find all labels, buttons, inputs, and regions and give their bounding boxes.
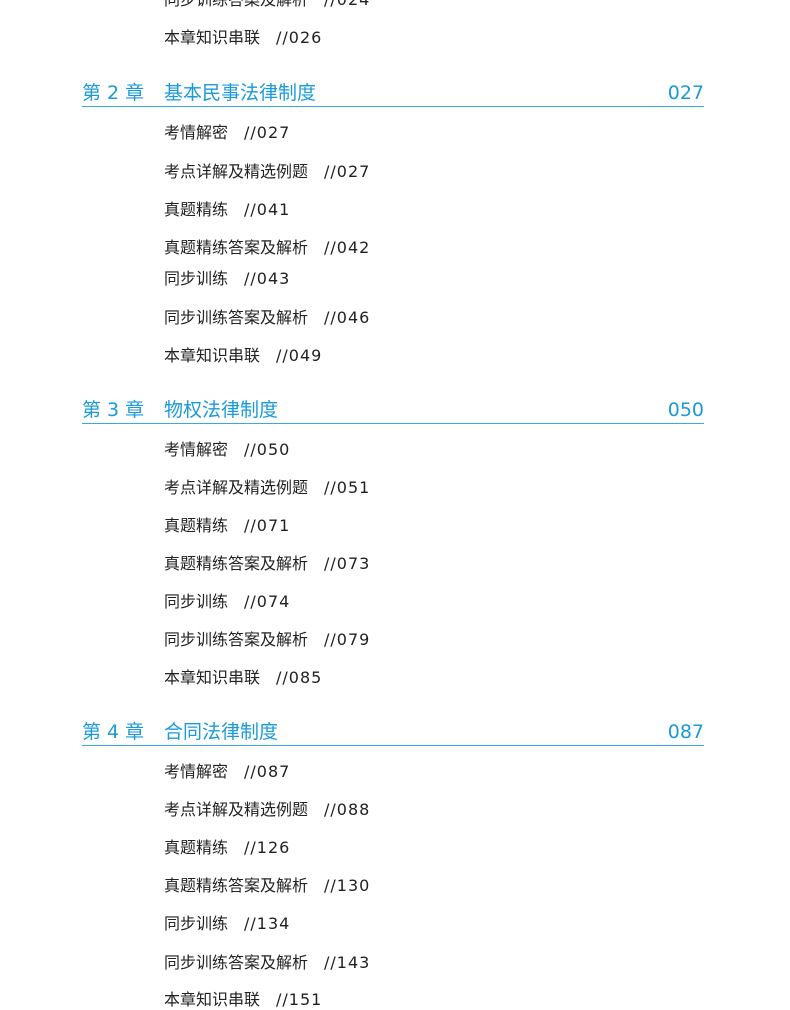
toc-entry-title: 同步训练 — [164, 914, 229, 933]
chapter-page: 050 — [667, 399, 704, 421]
toc-entry-title: 考情解密 — [164, 123, 229, 142]
toc-entry-page: //073 — [324, 554, 371, 573]
toc-entry-page: //026 — [276, 28, 323, 47]
toc-entry-page: //024 — [324, 0, 370, 9]
chapter-page: 027 — [667, 82, 704, 104]
toc-entry-title: 考情解密 — [164, 440, 229, 459]
toc-entry-title: 同步训练 — [164, 269, 229, 288]
toc-entry-title: 考点详解及精选例题 — [164, 800, 309, 819]
toc-entry: 考点详解及精选例题 //051 — [164, 478, 370, 498]
toc-entry-title: 同步训练答案及解析 — [164, 630, 309, 649]
toc-entry: 同步训练 //134 — [164, 914, 290, 934]
toc-entry: 本章知识串联 //151 — [164, 990, 322, 1010]
toc-entry-title: 本章知识串联 — [164, 28, 261, 47]
toc-entry-title: 真题精练答案及解析 — [164, 554, 309, 573]
toc-entry: 本章知识串联 //049 — [164, 346, 322, 366]
toc-entry: 考情解密 //087 — [164, 762, 290, 782]
toc-entry-title: 真题精练 — [164, 838, 229, 857]
chapter-number: 第 4 章 — [82, 721, 145, 743]
toc-entry-title: 同步训练答案及解析 — [164, 308, 309, 327]
toc-entry-title: 真题精练 — [164, 516, 229, 535]
toc-entry-page: //130 — [324, 876, 371, 895]
toc-entry-page: //088 — [324, 800, 371, 819]
chapter-heading: 第 2 章 基本民事法律制度 027 — [82, 82, 704, 107]
toc-entry: 真题精练答案及解析 //130 — [164, 876, 370, 896]
chapter-heading: 第 4 章 合同法律制度 087 — [82, 721, 704, 746]
toc-entry-title: 考情解密 — [164, 762, 229, 781]
toc-entry-page: //143 — [324, 953, 371, 972]
toc-entry: 考点详解及精选例题 //027 — [164, 162, 370, 182]
toc-entry-page: //042 — [324, 238, 371, 257]
toc-entry-page: //071 — [244, 516, 291, 535]
toc-entry: 真题精练答案及解析 //042 — [164, 238, 370, 258]
chapter-title: 物权法律制度 — [164, 399, 279, 421]
toc-entry: 同步训练答案及解析 //046 — [164, 308, 370, 328]
chapter-title: 基本民事法律制度 — [164, 82, 317, 104]
chapter-page: 087 — [667, 721, 704, 743]
toc-entry-title: 真题精练答案及解析 — [164, 876, 309, 895]
toc-entry-page: //027 — [324, 162, 371, 181]
toc-entry: 真题精练 //071 — [164, 516, 290, 536]
toc-entry-title: 同步训练答案及解析 — [164, 953, 309, 972]
toc-entry-title: 考点详解及精选例题 — [164, 162, 309, 181]
toc-entry-page: //046 — [324, 308, 371, 327]
toc-entry: 真题精练 //126 — [164, 838, 290, 858]
toc-entry-title: 本章知识串联 — [164, 990, 261, 1009]
chapter-title: 合同法律制度 — [164, 721, 279, 743]
toc-entry-page: //085 — [276, 668, 323, 687]
chapter-heading: 第 3 章 物权法律制度 050 — [82, 399, 704, 424]
toc-entry-page: //079 — [324, 630, 371, 649]
toc-entry: 同步训练答案及解析 //079 — [164, 630, 370, 650]
toc-entry-title: 同步训练答案及解析 — [164, 0, 308, 9]
toc-entry-title: 同步训练 — [164, 592, 229, 611]
toc-entry-page: //049 — [276, 346, 323, 365]
toc-entry-page: //050 — [244, 440, 291, 459]
chapter-number: 第 3 章 — [82, 399, 145, 421]
chapter-number: 第 2 章 — [82, 82, 145, 104]
toc-entry: 同步训练 //074 — [164, 592, 290, 612]
toc-entry: 考点详解及精选例题 //088 — [164, 800, 370, 820]
toc-entry-title: 考点详解及精选例题 — [164, 478, 309, 497]
toc-entry-page: //126 — [244, 838, 291, 857]
toc-entry: 本章知识串联 //085 — [164, 668, 322, 688]
toc-entry-page: //134 — [244, 914, 291, 933]
toc-entry-page: //151 — [276, 990, 323, 1009]
toc-entry-page: //027 — [244, 123, 291, 142]
toc-entry-page: //074 — [244, 592, 291, 611]
toc-entry: 真题精练答案及解析 //073 — [164, 554, 370, 574]
toc-entry: 真题精练 //041 — [164, 200, 290, 220]
toc-entry-page: //043 — [244, 269, 291, 288]
toc-entry: 同步训练答案及解析 //024 — [164, 0, 370, 10]
toc-entry: 考情解密 //050 — [164, 440, 290, 460]
toc-entry-page: //041 — [244, 200, 291, 219]
toc-entry-title: 真题精练 — [164, 200, 229, 219]
toc-entry: 考情解密 //027 — [164, 123, 290, 143]
toc-entry-title: 本章知识串联 — [164, 346, 261, 365]
toc-entry-page: //051 — [324, 478, 371, 497]
toc-entry-page: //087 — [244, 762, 291, 781]
toc-entry-title: 本章知识串联 — [164, 668, 261, 687]
toc-entry-title: 真题精练答案及解析 — [164, 238, 309, 257]
toc-entry: 同步训练 //043 — [164, 269, 290, 289]
toc-entry: 本章知识串联 //026 — [164, 28, 322, 48]
toc-entry: 同步训练答案及解析 //143 — [164, 953, 370, 973]
